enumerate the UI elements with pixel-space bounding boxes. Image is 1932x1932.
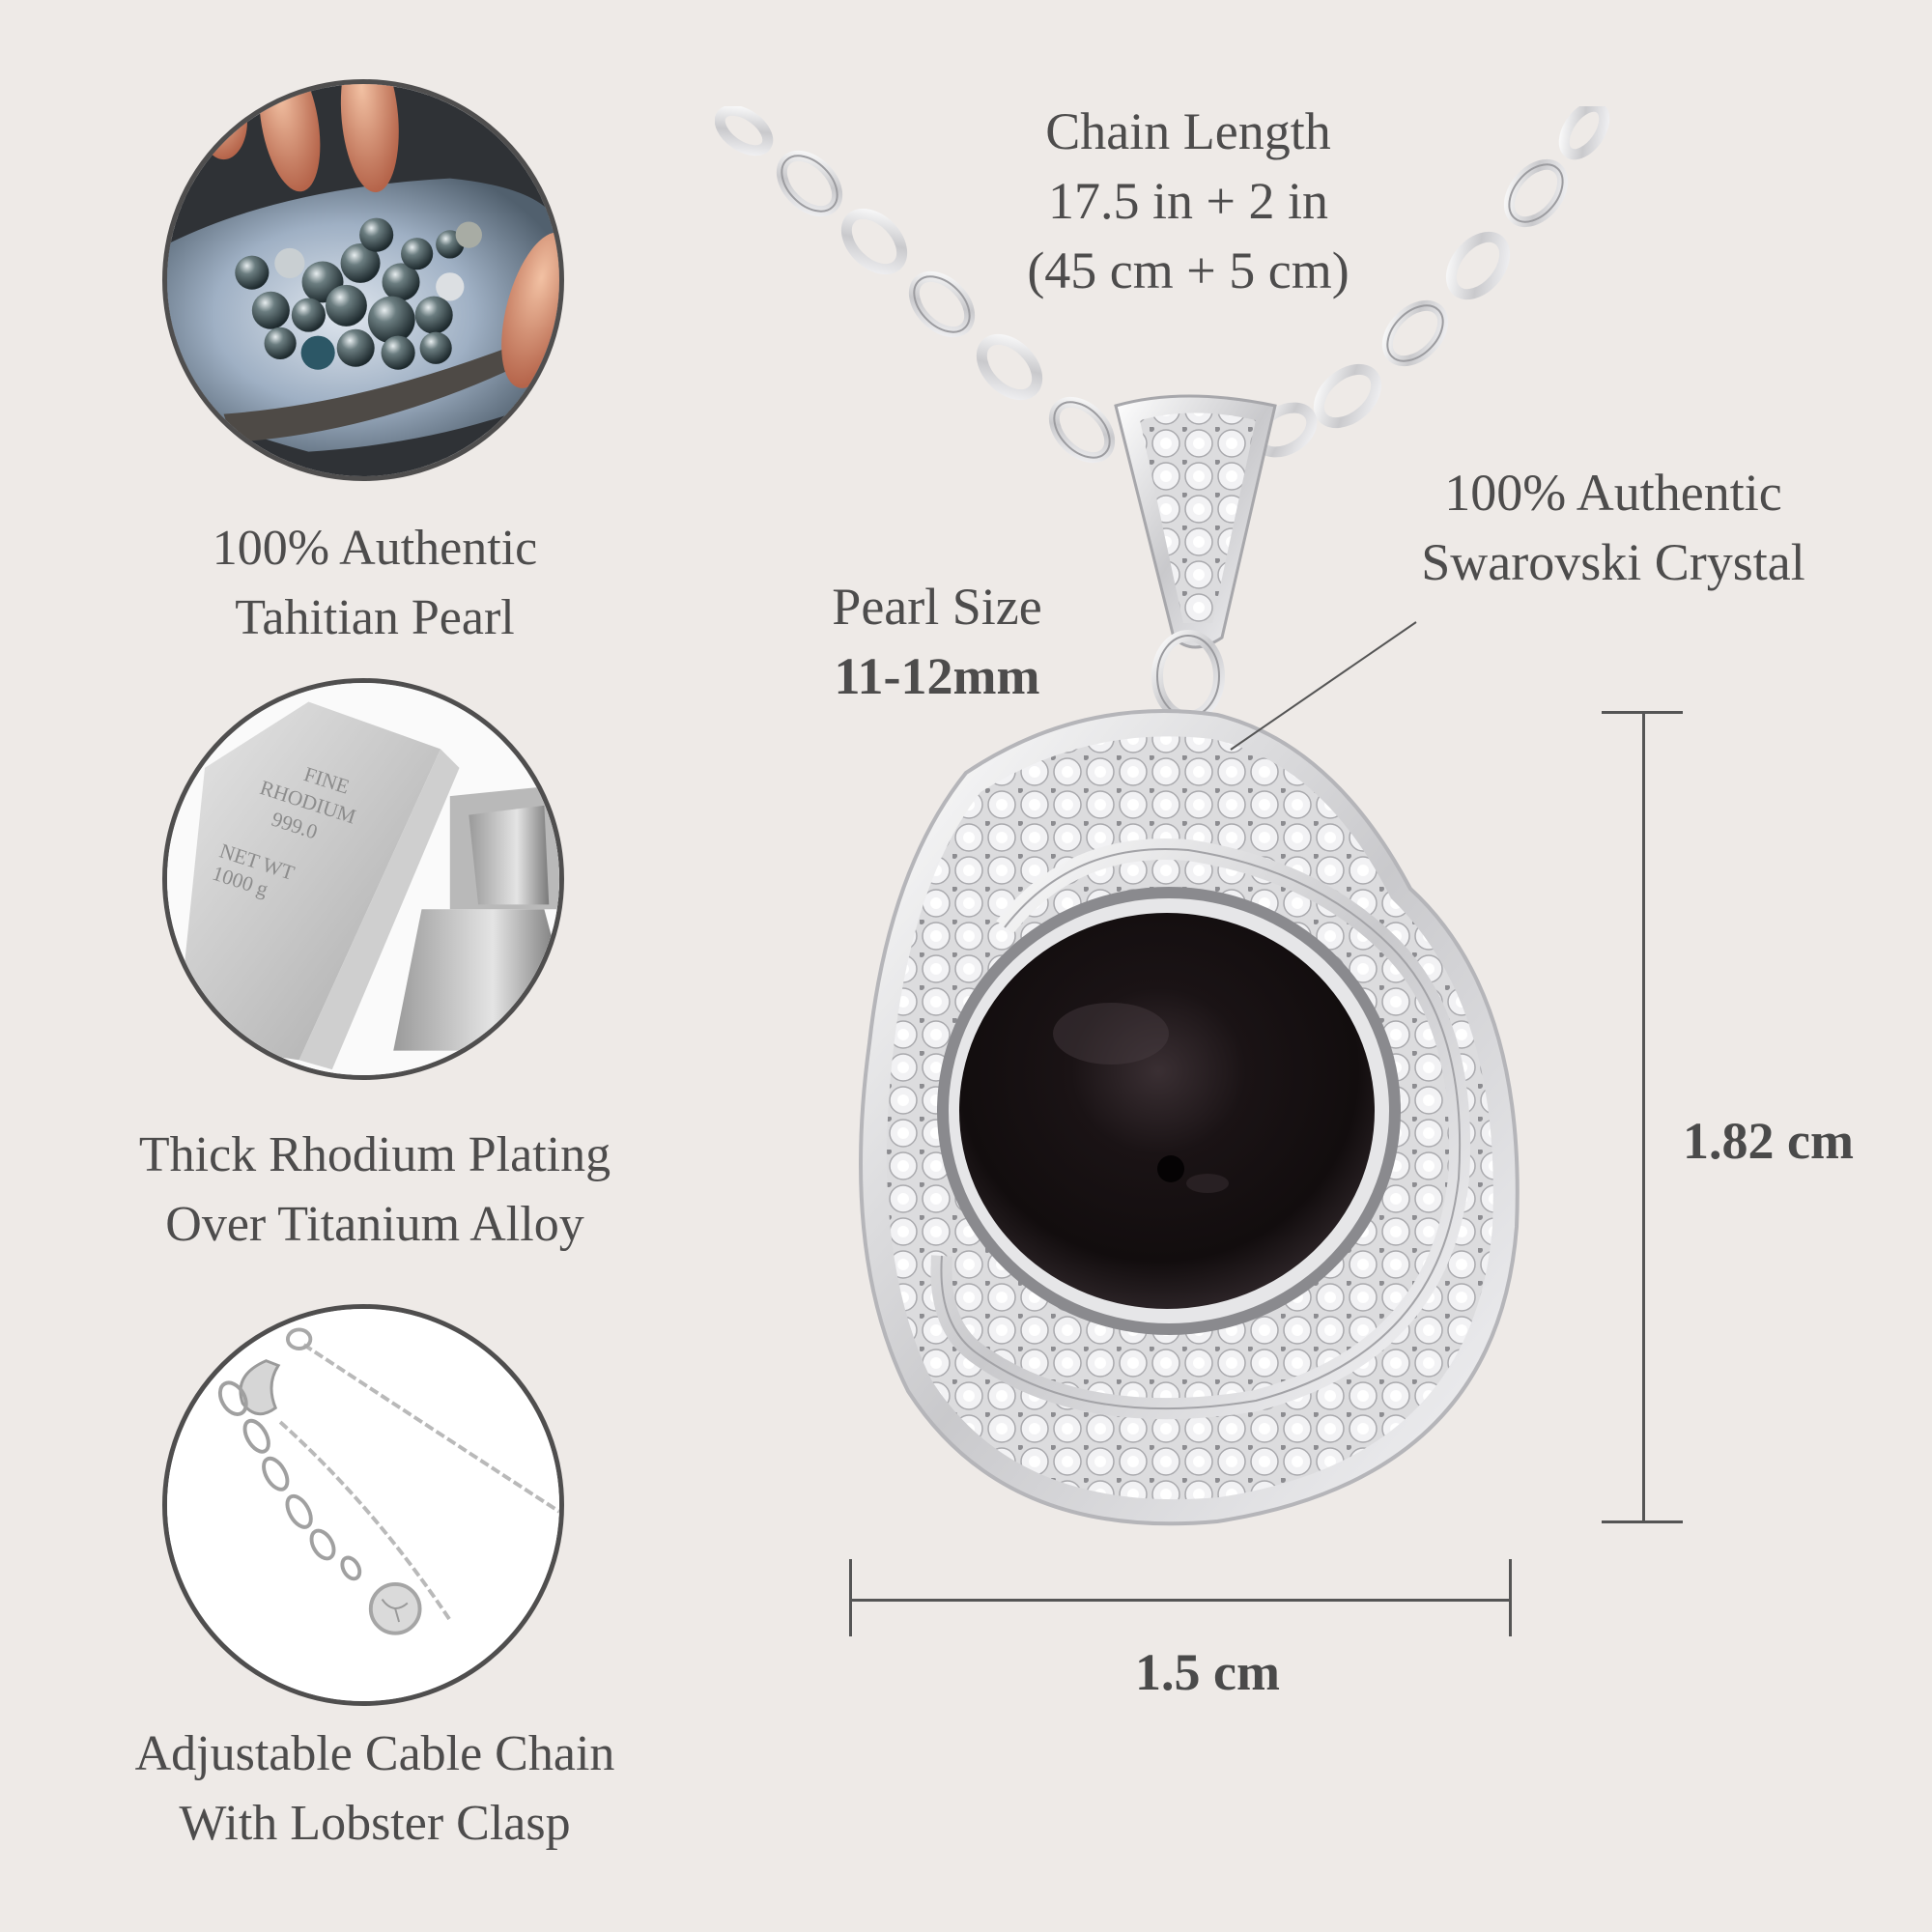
chain-length-caption: Chain Length 17.5 in + 2 in (45 cm + 5 c… — [966, 97, 1410, 305]
lobster-clasp-chain-icon — [167, 1309, 559, 1701]
cable-chain-line1: Adjustable Cable Chain — [134, 1726, 615, 1781]
black-pearl — [959, 913, 1375, 1309]
crystal-pointer-line — [1230, 621, 1417, 751]
width-dimension-left-cap — [849, 1559, 852, 1636]
tahitian-pearl-caption: 100% Authentic Tahitian Pearl — [87, 514, 663, 653]
cable-chain-caption: Adjustable Cable Chain With Lobster Clas… — [58, 1719, 692, 1859]
crystal-line2: Swarovski Crystal — [1421, 533, 1805, 591]
rhodium-plating-caption: Thick Rhodium Plating Over Titanium Allo… — [58, 1121, 692, 1260]
cable-chain-photo — [162, 1304, 564, 1706]
rhodium-bars-icon: FINE RHODIUM 999.0 NET WT 1000 g — [167, 683, 559, 1075]
tahitian-pearl-line1: 100% Authentic — [212, 521, 538, 576]
pearl-size-label: Pearl Size — [832, 578, 1042, 636]
pendant-necklace-icon — [715, 106, 1610, 1526]
height-dimension-line — [1642, 712, 1645, 1523]
chain-length-label: Chain Length — [1045, 102, 1331, 160]
tahitian-pearl-line2: Tahitian Pearl — [235, 590, 515, 645]
chain-left — [715, 106, 1116, 464]
rhodium-plating-photo: FINE RHODIUM 999.0 NET WT 1000 g — [162, 678, 564, 1080]
width-dimension-label: 1.5 cm — [1135, 1643, 1280, 1701]
height-dimension-bottom-cap — [1602, 1520, 1683, 1523]
crystal-line1: 100% Authentic — [1444, 464, 1782, 522]
rhodium-plating-line1: Thick Rhodium Plating — [138, 1127, 611, 1182]
pearl-size-caption: Pearl Size 11-12mm — [792, 572, 1082, 711]
rhodium-plating-line2: Over Titanium Alloy — [165, 1197, 584, 1252]
chain-right — [1252, 106, 1610, 458]
width-dimension-right-cap — [1509, 1559, 1512, 1636]
width-dimension-line — [850, 1599, 1511, 1602]
pearl-size-value: 11-12mm — [834, 647, 1040, 705]
pearls-in-oyster-shell-icon — [167, 84, 559, 476]
height-dimension-label: 1.82 cm — [1683, 1112, 1854, 1170]
tahitian-pearl-photo — [162, 79, 564, 481]
chain-length-metric: (45 cm + 5 cm) — [1027, 242, 1350, 299]
chain-length-imperial: 17.5 in + 2 in — [1048, 172, 1328, 230]
cable-chain-line2: With Lobster Clasp — [179, 1796, 571, 1851]
crystal-caption: 100% Authentic Swarovski Crystal — [1381, 458, 1845, 597]
